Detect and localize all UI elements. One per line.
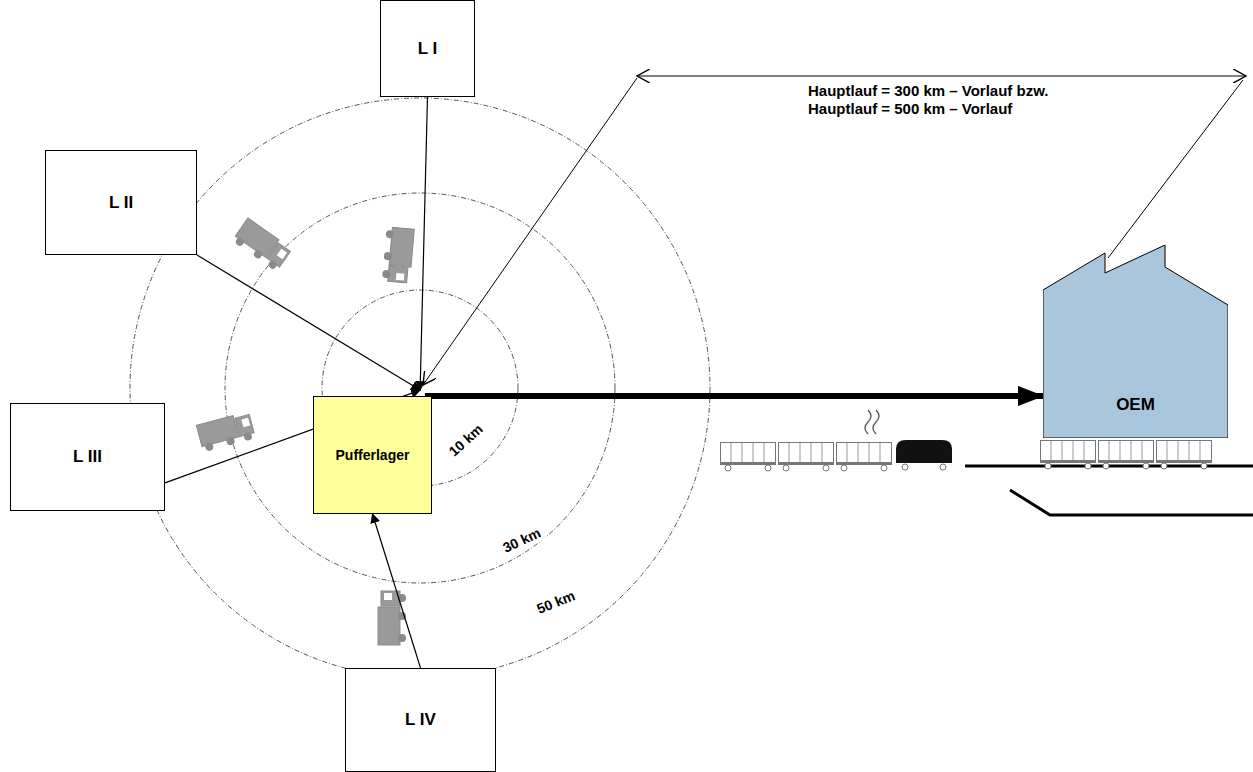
distance-label: 30 km — [499, 523, 546, 557]
distance-note: Hauptlauf = 300 km – Vorlauf bzw. Hauptl… — [808, 82, 1108, 118]
node-label: L I — [418, 39, 438, 59]
distance-label: 10 km — [444, 419, 488, 461]
node-label: L III — [73, 447, 102, 467]
truck-icon — [196, 411, 255, 452]
truck-icon — [232, 218, 292, 272]
node-label: L IV — [405, 710, 436, 730]
rails — [965, 466, 1253, 515]
factory-outline — [1043, 245, 1228, 438]
main-transport-arrow — [425, 393, 1043, 399]
train — [720, 410, 952, 471]
node-label: OEM — [1116, 395, 1155, 415]
pre-carriage-arrow — [373, 514, 421, 668]
factory-shape: OEM — [1043, 245, 1228, 438]
location-box: L IV — [345, 668, 496, 772]
location-box: L III — [10, 403, 165, 511]
pre-carriage-arrow — [197, 255, 420, 390]
truck-icon — [378, 591, 406, 645]
distance-label: 50 km — [533, 586, 580, 618]
leader-line — [423, 78, 637, 385]
leader-line — [1108, 80, 1243, 258]
wheel — [940, 464, 946, 470]
wagon-icon — [720, 443, 776, 472]
truck-icon — [382, 227, 415, 283]
pre-carriage-arrow — [420, 97, 427, 390]
rail-siding — [1010, 490, 1253, 515]
wagon-icon — [1098, 441, 1154, 470]
smoke — [865, 410, 871, 434]
location-box: L II — [45, 150, 197, 255]
node-label: L II — [109, 193, 133, 213]
wheel — [902, 464, 908, 470]
wagon-icon — [836, 443, 892, 472]
location-box: L I — [380, 0, 475, 97]
wagon-icon — [778, 443, 834, 472]
locomotive — [896, 440, 952, 463]
distance-circles — [130, 98, 710, 678]
oem-wagons — [1040, 441, 1212, 470]
dimension-arrow — [637, 76, 1246, 77]
wagon-icon — [1156, 441, 1212, 470]
circle-50km — [130, 98, 710, 678]
wagon-icon — [1040, 441, 1096, 470]
smoke — [873, 410, 879, 434]
buffer-warehouse: Pufferlager — [313, 396, 432, 514]
node-label: Pufferlager — [336, 447, 410, 463]
